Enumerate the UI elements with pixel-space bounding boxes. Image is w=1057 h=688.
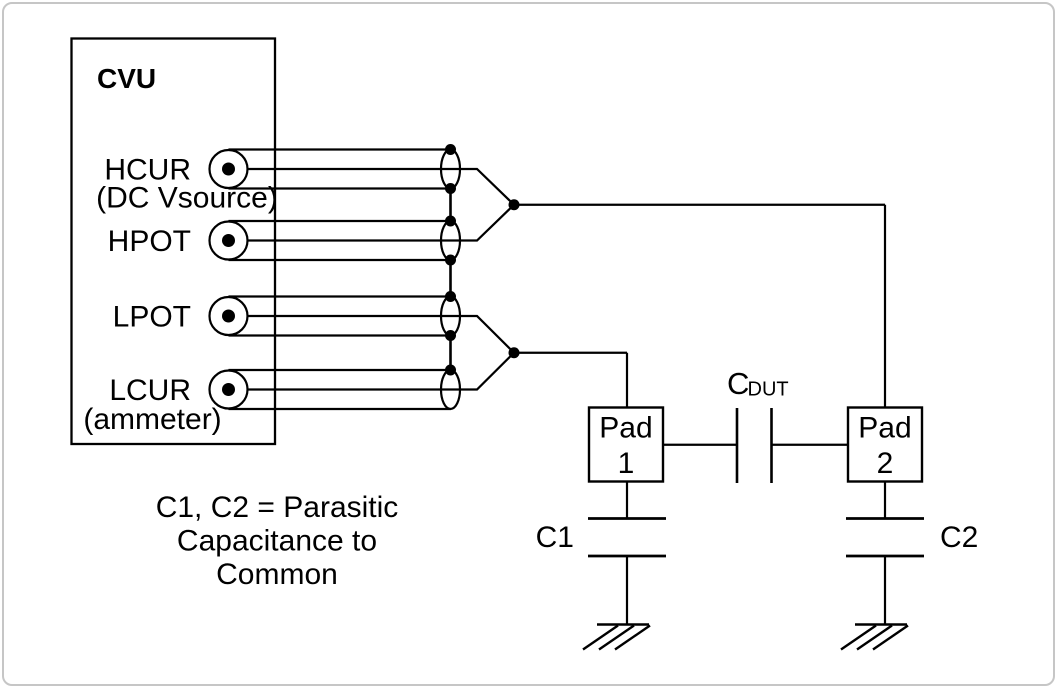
cvu-instrument: CVU HCUR (DC Vsource): [70, 37, 515, 446]
cvu-title: CVU: [97, 63, 156, 94]
pad2-label-line1: Pad: [858, 412, 911, 445]
lcur-sublabel: (ammeter): [83, 403, 221, 436]
hcur-sublabel: (DC Vsource): [96, 182, 278, 215]
shield-node-dot: [445, 144, 456, 155]
caption: C1, C2 = Parasitic Capacitance to Common: [156, 491, 399, 591]
cdut-capacitor: C DUT: [663, 366, 848, 483]
hpot-center-conductor: [228, 203, 515, 242]
shield-node-dot: [445, 364, 456, 376]
ground-hatch-icon: [582, 624, 619, 651]
low-junction-dot: [508, 347, 520, 359]
lpot-center-conductor: [228, 314, 515, 354]
lpot-label: LPOT: [113, 301, 191, 334]
coax-cables: [228, 148, 515, 411]
shield-node-dot: [445, 254, 456, 266]
hcur-connector-pin: [222, 162, 235, 176]
terminal-lpot: LPOT: [113, 295, 249, 337]
high-junction-dot: [508, 199, 520, 211]
cdut-label-base: C: [727, 366, 749, 401]
hcur-label: HCUR: [104, 154, 191, 187]
lcur-connector-pin: [222, 383, 235, 396]
shield-node-dot: [445, 215, 456, 227]
low-side-output: [508, 347, 629, 408]
hcur-center-conductor: [228, 167, 515, 206]
pad1-label-line1: Pad: [599, 412, 652, 445]
hpot-label: HPOT: [108, 225, 191, 258]
ground-hatch-icon: [856, 624, 893, 651]
caption-line1: C1, C2 = Parasitic: [156, 491, 399, 524]
shield-node-dot: [445, 291, 456, 302]
terminal-hpot: HPOT: [108, 220, 249, 261]
terminal-lcur: LCUR (ammeter): [83, 369, 249, 436]
pad2-box: [846, 406, 924, 483]
ground-symbol-left: [582, 623, 651, 651]
c1-capacitor: C1: [536, 481, 666, 625]
shield-node-dot: [445, 183, 456, 194]
shield-terminations: [439, 144, 462, 411]
c2-capacitor: C2: [846, 481, 978, 625]
pad1: Pad 1: [587, 406, 665, 483]
lcur-label: LCUR: [109, 374, 191, 407]
ground-hatch-icon: [872, 624, 909, 651]
lpot-connector-pin: [222, 309, 235, 323]
c1-label: C1: [536, 521, 574, 554]
cdut-label-subscript: DUT: [748, 379, 789, 401]
pad2: Pad 2: [846, 406, 924, 483]
caption-line2: Capacitance to: [177, 525, 377, 558]
ground-hatch-icon: [840, 624, 877, 651]
pad1-label-line2: 1: [618, 447, 635, 480]
lcur-center-conductor: [228, 351, 515, 391]
ground-symbol-right: [840, 623, 909, 651]
c2-label: C2: [940, 521, 978, 554]
high-side-output: [508, 199, 887, 408]
pad2-label-line2: 2: [877, 447, 894, 480]
ground-hatch-icon: [614, 624, 651, 651]
terminal-hcur: HCUR (DC Vsource): [96, 148, 278, 215]
caption-line3: Common: [216, 558, 338, 591]
hpot-connector-pin: [222, 234, 235, 247]
shield-node-dot: [445, 330, 456, 341]
ground-hatch-icon: [598, 624, 635, 651]
